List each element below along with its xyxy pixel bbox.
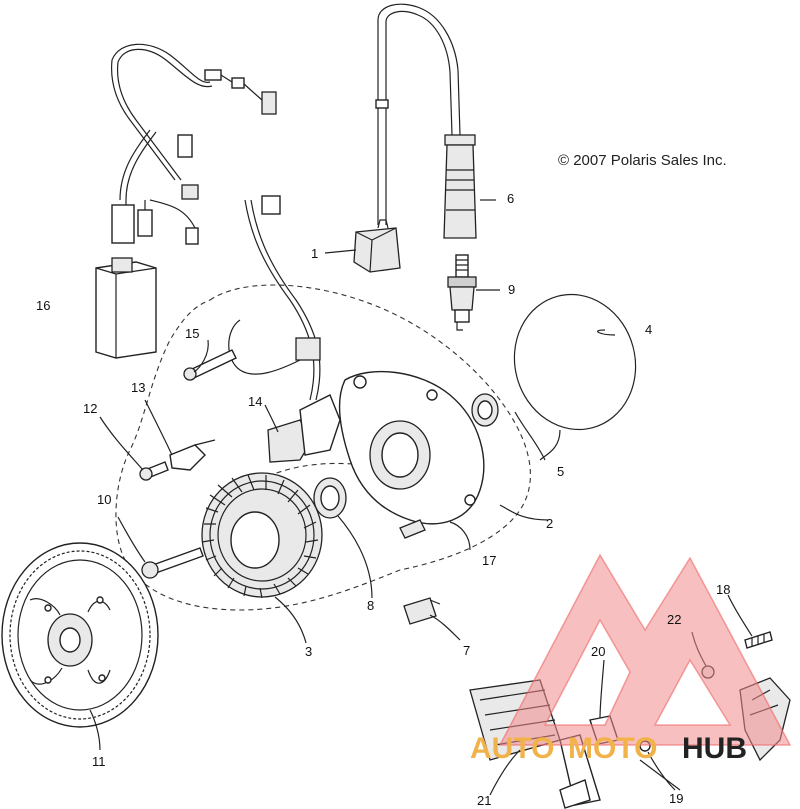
leader-lines [89,199,753,796]
callout-6: 6 [507,191,514,206]
callout-22: 22 [667,612,681,627]
callout-10: 10 [97,492,111,507]
callout-7: 7 [463,643,470,658]
part-screw-15 [183,349,237,381]
part-ht-lead [375,3,477,239]
callout-1: 1 [311,246,318,261]
part-bolt-7 [403,597,441,625]
callout-15: 15 [185,326,199,341]
watermark-text-hub: HUB [682,732,747,765]
part-gasket [513,293,637,431]
part-stator-3 [201,472,323,599]
callout-4: 4 [645,322,652,337]
watermark-text-auto: AUTO [470,732,554,765]
callout-2: 2 [546,516,553,531]
callout-9: 9 [508,282,515,297]
callout-3: 3 [305,644,312,659]
callout-5: 5 [557,464,564,479]
part-grommet-14 [267,394,341,463]
part-bolt-10 [141,547,204,579]
callout-14: 14 [248,394,262,409]
callout-16: 16 [36,298,50,313]
part-ignition-coil [353,219,401,273]
callout-labels: 1 2 3 4 5 6 7 8 9 10 11 12 13 14 15 16 1… [36,191,730,808]
part-flywheel-11 [1,542,159,728]
callout-11: 11 [92,754,106,769]
part-bolt-18 [744,631,773,649]
callout-17: 17 [482,553,496,568]
callout-21: 21 [477,793,491,808]
part-bolt-12 [139,461,169,481]
part-clamp-13 [169,439,216,471]
callout-18: 18 [716,582,730,597]
callout-19: 19 [669,791,683,806]
watermark: AUTO MOTO HUB [470,553,792,765]
callout-13: 13 [131,380,145,395]
watermark-text-moto: MOTO [568,732,657,765]
part-cover-outline [115,284,531,611]
callout-12: 12 [83,401,97,416]
watermark-triangle-icon [498,553,792,746]
part-cdi-harness [95,43,277,359]
part-bearing-8 [313,477,347,519]
callout-8: 8 [367,598,374,613]
part-stator-wire [244,199,315,401]
part-stator-plate [338,370,485,539]
part-spark-plug [447,254,477,331]
copyright-text: © 2007 Polaris Sales Inc. [558,152,727,169]
part-seal-5 [471,393,499,427]
callout-20: 20 [591,644,605,659]
